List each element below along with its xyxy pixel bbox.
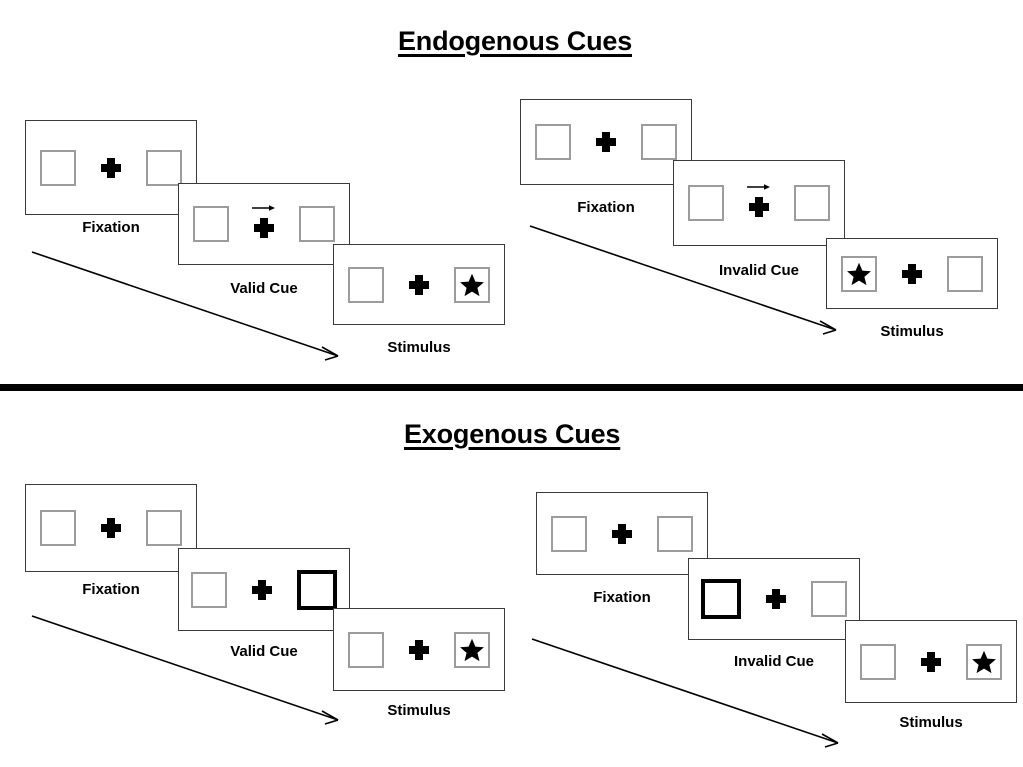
star-icon xyxy=(460,638,484,661)
placeholder-box-right xyxy=(454,631,490,668)
placeholder-box-right xyxy=(454,266,490,303)
section-title-endogenous: Endogenous Cues xyxy=(398,26,633,56)
plus-icon xyxy=(612,523,632,544)
stage-caption-exogenous-invalid-fixation: Fixation xyxy=(593,589,651,606)
fixation-center xyxy=(98,508,124,548)
placeholder-box-right xyxy=(794,185,830,221)
fixation-center xyxy=(249,570,275,610)
star-icon xyxy=(847,262,871,285)
fixation-center xyxy=(763,579,789,619)
timeline-arrow-endogenous-valid xyxy=(31,251,339,361)
section-title-exogenous: Exogenous Cues xyxy=(404,419,621,449)
fixation-center xyxy=(406,265,432,305)
placeholder-box-left-cued xyxy=(701,579,741,619)
star-icon xyxy=(460,273,484,296)
placeholder-box-left xyxy=(688,185,724,221)
plus-icon xyxy=(596,132,616,152)
placeholder-box-left xyxy=(535,124,571,160)
stage-caption-exogenous-invalid-stimulus: Stimulus xyxy=(899,714,963,731)
arrow-right-icon xyxy=(252,205,275,211)
plus-icon xyxy=(254,218,274,238)
stage-caption-exogenous-valid-fixation: Fixation xyxy=(82,581,140,598)
placeholder-box-left xyxy=(348,266,384,303)
stage-caption-exogenous-valid-stimulus: Stimulus xyxy=(387,702,451,719)
fixation-center xyxy=(593,122,619,162)
placeholder-box-right xyxy=(947,255,983,292)
placeholder-box-left xyxy=(860,643,896,680)
fixation-center xyxy=(609,514,635,554)
plus-icon xyxy=(902,263,922,284)
plus-icon xyxy=(101,157,121,178)
stage-frame-exogenous-invalid-stimulus xyxy=(845,620,1017,703)
placeholder-box-right xyxy=(641,124,677,160)
stage-caption-endogenous-invalid-cue: Invalid Cue xyxy=(718,262,800,279)
placeholder-box-right xyxy=(657,515,693,552)
fixation-center xyxy=(746,183,772,223)
stage-frame-exogenous-valid-cue xyxy=(178,548,350,631)
plus-icon xyxy=(921,651,941,672)
placeholder-box-left xyxy=(551,515,587,552)
stage-caption-exogenous-valid-cue: Valid Cue xyxy=(230,643,298,660)
plus-icon xyxy=(101,518,121,538)
plus-icon xyxy=(766,589,786,609)
stage-frame-exogenous-invalid-cue xyxy=(688,558,860,640)
fixation-center xyxy=(98,148,124,188)
stage-caption-endogenous-valid-stimulus: Stimulus xyxy=(387,339,451,356)
fixation-center xyxy=(406,630,432,670)
stage-frame-endogenous-valid-fixation xyxy=(25,120,197,215)
stage-frame-endogenous-invalid-fixation xyxy=(520,99,692,185)
section-divider xyxy=(0,384,1023,391)
placeholder-box-right xyxy=(146,149,182,186)
stage-frame-exogenous-invalid-fixation xyxy=(536,492,708,575)
placeholder-box-right xyxy=(146,510,182,546)
plus-icon xyxy=(749,197,769,217)
plus-icon xyxy=(409,639,429,660)
placeholder-box-right xyxy=(299,206,335,242)
placeholder-box-right xyxy=(811,581,847,617)
plus-icon xyxy=(252,579,272,600)
stage-frame-endogenous-invalid-stimulus xyxy=(826,238,998,309)
stage-caption-exogenous-invalid-cue: Invalid Cue xyxy=(733,653,815,670)
stage-frame-exogenous-valid-stimulus xyxy=(333,608,505,691)
stage-frame-endogenous-invalid-cue xyxy=(673,160,845,246)
stage-caption-endogenous-valid-cue: Valid Cue xyxy=(230,280,298,297)
placeholder-box-left xyxy=(841,255,877,292)
placeholder-box-left xyxy=(191,571,227,608)
fixation-center xyxy=(251,204,277,244)
placeholder-box-left xyxy=(193,206,229,242)
stage-frame-exogenous-valid-fixation xyxy=(25,484,197,572)
arrow-right-icon xyxy=(747,184,770,190)
fixation-center xyxy=(899,254,925,294)
fixation-center xyxy=(918,642,944,682)
placeholder-box-left xyxy=(348,631,384,668)
stage-caption-endogenous-invalid-fixation: Fixation xyxy=(577,199,635,216)
stage-caption-endogenous-invalid-stimulus: Stimulus xyxy=(880,323,944,340)
placeholder-box-right-cued xyxy=(297,569,337,610)
stage-frame-endogenous-valid-stimulus xyxy=(333,244,505,325)
stage-caption-endogenous-valid-fixation: Fixation xyxy=(82,219,140,236)
plus-icon xyxy=(409,274,429,295)
star-icon xyxy=(972,650,996,673)
placeholder-box-right xyxy=(966,643,1002,680)
placeholder-box-left xyxy=(40,149,76,186)
stage-frame-endogenous-valid-cue xyxy=(178,183,350,265)
placeholder-box-left xyxy=(40,510,76,546)
